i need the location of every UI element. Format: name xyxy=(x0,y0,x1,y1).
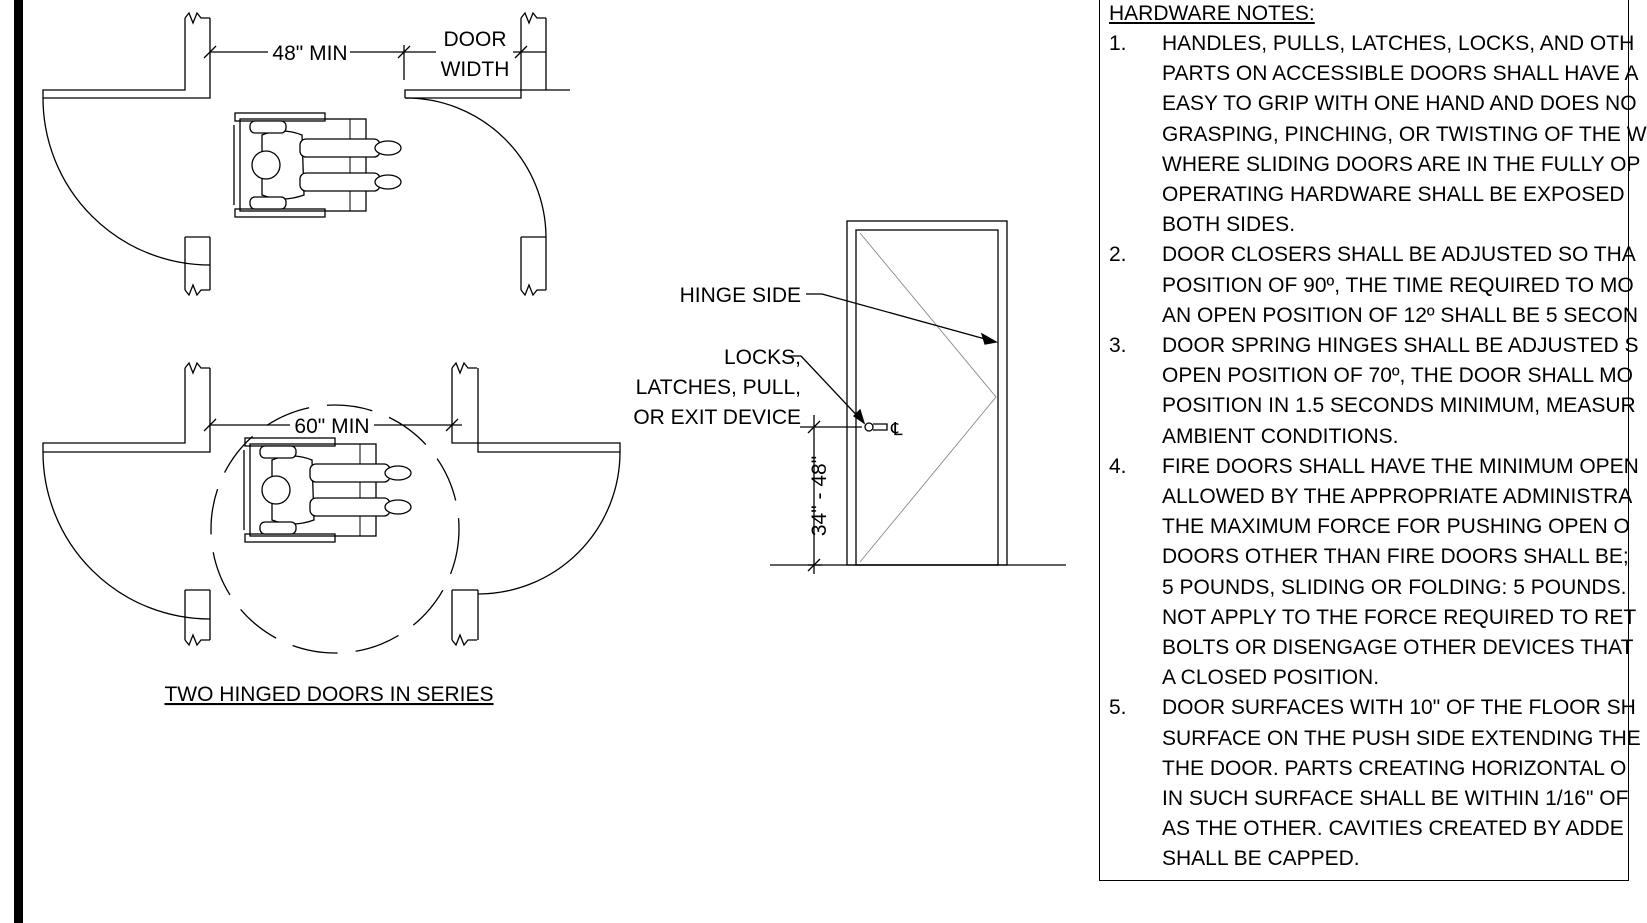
hardware-notes-title: HARDWARE NOTES: xyxy=(1109,2,1315,25)
note-line: GRASPING, PINCHING, OR TWISTING OF THE W xyxy=(1162,122,1647,146)
note-line: AS THE OTHER. CAVITIES CREATED BY ADDE xyxy=(1162,817,1624,841)
note-number: 4. xyxy=(1109,454,1127,478)
hardware-note-1: 1. HANDLES, PULLS, LATCHES, LOCKS, AND O… xyxy=(1109,29,1647,240)
note-line: ALLOWED BY THE APPROPRIATE ADMINISTRA xyxy=(1162,485,1633,509)
note-line: OPERATING HARDWARE SHALL BE EXPOSED xyxy=(1162,183,1625,207)
note-line: 5 POUNDS, SLIDING OR FOLDING: 5 POUNDS. xyxy=(1162,575,1627,599)
dim-48-min-label: 48" MIN xyxy=(272,42,347,65)
note-number: 2. xyxy=(1109,243,1127,267)
height-dimension-label: 34" - 48" xyxy=(808,456,831,536)
note-line: WHERE SLIDING DOORS ARE IN THE FULLY OP xyxy=(1162,152,1641,176)
door-width-label-line1: DOOR xyxy=(444,28,507,51)
note-line: AN OPEN POSITION OF 12º SHALL BE 5 SECON xyxy=(1162,303,1639,327)
note-line: NOT APPLY TO THE FORCE REQUIRED TO RET xyxy=(1162,605,1637,629)
dim-60-min-label: 60" MIN xyxy=(294,415,369,438)
note-line: POSITION IN 1.5 SECONDS MINIMUM, MEASUR xyxy=(1162,394,1636,418)
note-number: 3. xyxy=(1109,334,1127,358)
sheet-border xyxy=(14,0,23,923)
note-line: THE DOOR. PARTS CREATING HORIZONTAL O xyxy=(1162,756,1627,780)
note-line: POSITION OF 90º, THE TIME REQUIRED TO MO xyxy=(1162,273,1634,297)
centerline-symbol: ℄ xyxy=(890,419,903,439)
note-number: 1. xyxy=(1109,32,1127,55)
series-doors-title: TWO HINGED DOORS IN SERIES xyxy=(164,683,493,706)
hinge-side-label: HINGE SIDE xyxy=(680,284,801,307)
diagram-labels: 48" MIN DOOR WIDTH 60" MIN TWO HINGED DO… xyxy=(164,28,903,706)
note-line: AMBIENT CONDITIONS. xyxy=(1162,424,1399,448)
hardware-note-3: 3. DOOR SPRING HINGES SHALL BE ADJUSTED … xyxy=(1109,331,1647,452)
note-line: SHALL BE CAPPED. xyxy=(1162,847,1360,871)
wheelchair-user-icon xyxy=(233,112,402,218)
hardware-label-line1: LOCKS, xyxy=(724,346,801,369)
note-line: A CLOSED POSITION. xyxy=(1162,666,1380,690)
note-line: SURFACE ON THE PUSH SIDE EXTENDING THE xyxy=(1162,726,1641,750)
series-doors-plan-bottom xyxy=(42,361,621,654)
note-line: THE MAXIMUM FORCE FOR PUSHING OPEN O xyxy=(1162,515,1630,539)
note-line: DOOR SPRING HINGES SHALL BE ADJUSTED S xyxy=(1162,334,1639,358)
hardware-label-line3: OR EXIT DEVICE xyxy=(633,406,801,429)
wheelchair-user-icon xyxy=(243,437,412,543)
note-line: DOOR SURFACES WITH 10" OF THE FLOOR SH xyxy=(1162,696,1636,720)
door-width-label-line2: WIDTH xyxy=(441,58,510,81)
note-line: EASY TO GRIP WITH ONE HAND AND DOES NO xyxy=(1162,92,1637,116)
hardware-note-2: 2. DOOR CLOSERS SHALL BE ADJUSTED SO THA… xyxy=(1109,240,1647,331)
hardware-note-5: 5. DOOR SURFACES WITH 10" OF THE FLOOR S… xyxy=(1109,693,1647,874)
hardware-notes-panel: HARDWARE NOTES: 1. HANDLES, PULLS, LATCH… xyxy=(1099,0,1647,881)
note-line: BOLTS OR DISENGAGE OTHER DEVICES THAT xyxy=(1162,636,1634,660)
note-line: IN SUCH SURFACE SHALL BE WITHIN 1/16" OF xyxy=(1162,787,1629,811)
note-line: DOOR CLOSERS SHALL BE ADJUSTED SO THA xyxy=(1162,243,1636,267)
hardware-notes-list: 1. HANDLES, PULLS, LATCHES, LOCKS, AND O… xyxy=(1109,29,1647,875)
note-line: FIRE DOORS SHALL HAVE THE MINIMUM OPEN xyxy=(1162,454,1639,478)
note-number: 5. xyxy=(1109,696,1127,720)
note-line: OPEN POSITION OF 70º, THE DOOR SHALL MO xyxy=(1162,364,1633,388)
note-line: BOTH SIDES. xyxy=(1162,213,1296,237)
hardware-note-4: 4. FIRE DOORS SHALL HAVE THE MINIMUM OPE… xyxy=(1109,452,1647,694)
hardware-label-line2: LATCHES, PULL, xyxy=(636,376,801,399)
door-elevation xyxy=(770,220,1066,574)
note-line: DOORS OTHER THAN FIRE DOORS SHALL BE; xyxy=(1162,545,1629,569)
note-line: PARTS ON ACCESSIBLE DOORS SHALL HAVE A xyxy=(1162,62,1639,86)
series-doors-plan-top xyxy=(42,11,570,297)
note-line: HANDLES, PULLS, LATCHES, LOCKS, AND OTH xyxy=(1162,32,1635,55)
